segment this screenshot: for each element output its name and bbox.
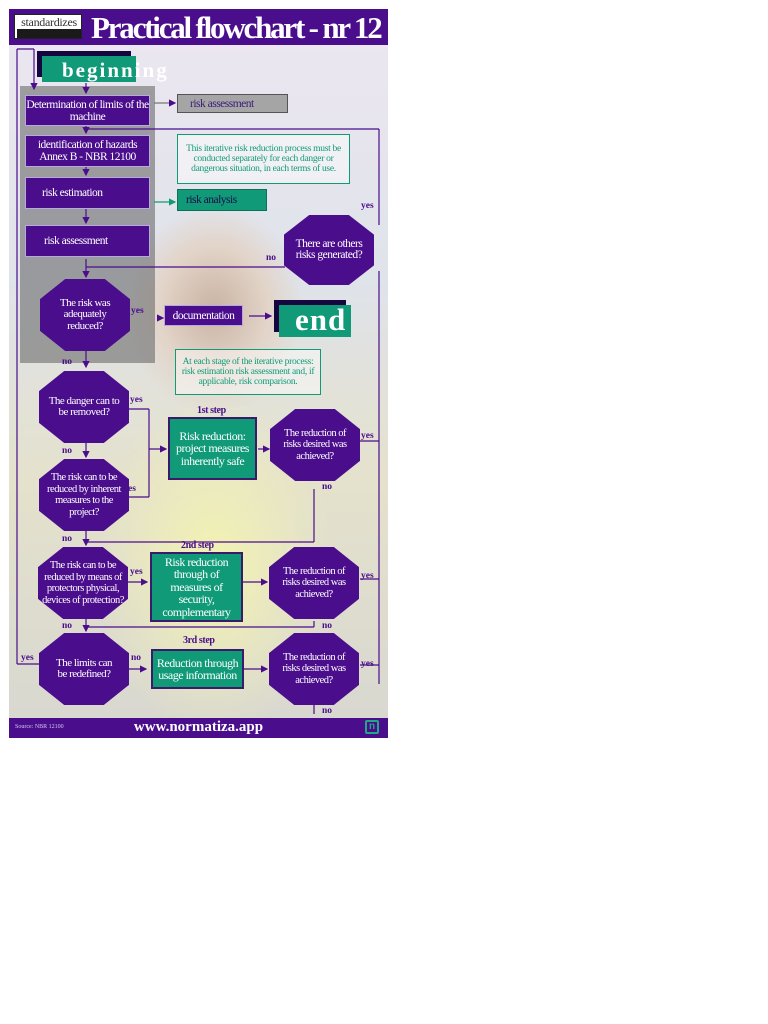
terminal-end: end bbox=[279, 302, 351, 337]
step-2-label: 2nd step bbox=[181, 540, 214, 551]
logo-text: standardizes bbox=[21, 15, 77, 29]
footer-url-link[interactable]: www.normatiza.app bbox=[133, 719, 264, 735]
label-yes-protective: yes bbox=[130, 567, 143, 577]
label-yes-achieved-1: yes bbox=[361, 431, 374, 441]
decision-adequately-reduced-text: The risk was adequately reduced? bbox=[59, 296, 111, 332]
decision-reduction-achieved-1-text: The reduction of risks desired was achie… bbox=[283, 427, 347, 462]
step-1-label: 1st step bbox=[197, 405, 226, 416]
label-no-protective: no bbox=[62, 621, 73, 631]
decision-limits-redefined: The limits can be redefined? bbox=[39, 633, 129, 705]
box-hazard-identification: identification of hazards Annex B - NBR … bbox=[25, 135, 150, 167]
label-yes-inherent: es bbox=[128, 484, 136, 494]
box-side-risk-analysis: risk analysis bbox=[177, 189, 267, 211]
decision-inherent-measures: The risk can to be reduced by inherent m… bbox=[39, 459, 129, 531]
terminal-end-label: end bbox=[295, 302, 347, 337]
decision-protective-means-text: The risk can to be reduced by means of p… bbox=[42, 560, 124, 606]
box-risk-assessment: risk assessment bbox=[25, 225, 150, 257]
box-step1-inherently-safe: Risk reduction: project measures inheren… bbox=[168, 417, 257, 480]
footer-source: Source: NBR 12100 bbox=[15, 724, 64, 730]
decision-reduction-achieved-3-text: The reduction of risks desired was achie… bbox=[282, 651, 346, 686]
label-yes-achieved-2: yes bbox=[361, 571, 374, 581]
decision-other-risks-text: There are others risks generated? bbox=[295, 237, 363, 261]
label-no-achieved-3: no bbox=[322, 706, 333, 716]
brand-logo: standardizes bbox=[14, 14, 82, 39]
label-no-limits: no bbox=[131, 653, 142, 663]
normatiza-logo-icon: n bbox=[365, 720, 379, 734]
terminal-beginning-label: beginning bbox=[62, 58, 169, 82]
label-yes-removed: yes bbox=[130, 395, 143, 405]
note-each-stage: At each stage of the iterative process: … bbox=[175, 349, 321, 395]
terminal-beginning: beginning bbox=[42, 56, 167, 82]
decision-reduction-achieved-2: The reduction of risks desired was achie… bbox=[269, 547, 359, 619]
label-yes-others: yes bbox=[361, 201, 374, 211]
connector-lines bbox=[16, 48, 380, 714]
box-risk-estimation: risk estimation bbox=[25, 177, 150, 209]
label-yes-achieved-3: yes bbox=[361, 659, 374, 669]
decision-protective-means: The risk can to be reduced by means of p… bbox=[38, 547, 128, 619]
label-no-removed: no bbox=[62, 446, 73, 456]
label-no-adequate: no bbox=[62, 357, 73, 367]
logo-strip bbox=[17, 29, 81, 38]
label-no-inherent: no bbox=[62, 534, 73, 544]
label-no-achieved-2: no bbox=[322, 621, 333, 631]
note-iterative-process: This iterative risk reduction process mu… bbox=[177, 134, 350, 184]
step-3-label: 3rd step bbox=[183, 635, 215, 646]
decision-reduction-achieved-2-text: The reduction of risks desired was achie… bbox=[282, 565, 346, 600]
header-bar: standardizes Practical flowchart - nr 12 bbox=[9, 9, 388, 45]
label-no-others: no bbox=[266, 253, 277, 263]
label-yes-limits: yes bbox=[21, 653, 34, 663]
box-step2-complementary: Risk reduction through of measures of se… bbox=[150, 552, 243, 622]
decision-reduction-achieved-1: The reduction of risks desired was achie… bbox=[270, 409, 360, 481]
box-step3-usage-information: Reduction through usage information bbox=[151, 649, 244, 689]
decision-inherent-measures-text: The risk can to be reduced by inherent m… bbox=[47, 472, 121, 518]
footer-bar: Source: NBR 12100 www.normatiza.app n bbox=[9, 718, 388, 738]
label-yes-adequate: yes bbox=[131, 306, 144, 316]
decision-reduction-achieved-3: The reduction of risks desired was achie… bbox=[269, 633, 359, 705]
decision-adequately-reduced: The risk was adequately reduced? bbox=[40, 279, 130, 351]
label-no-achieved-1: no bbox=[322, 482, 333, 492]
box-side-risk-assessment: risk assessment bbox=[177, 94, 288, 113]
decision-other-risks: There are others risks generated? bbox=[284, 215, 374, 285]
box-machine-limits: Determination of limits of the machine bbox=[25, 95, 150, 126]
decision-limits-redefined-text: The limits can be redefined? bbox=[56, 656, 112, 680]
decision-danger-removed: The danger can to be removed? bbox=[39, 371, 129, 443]
page-title: Practical flowchart - nr 12 bbox=[91, 10, 383, 45]
box-documentation: documentation bbox=[164, 305, 243, 326]
flowchart-poster: standardizes Practical flowchart - nr 12 bbox=[9, 9, 388, 738]
decision-danger-removed-text: The danger can to be removed? bbox=[48, 394, 120, 418]
